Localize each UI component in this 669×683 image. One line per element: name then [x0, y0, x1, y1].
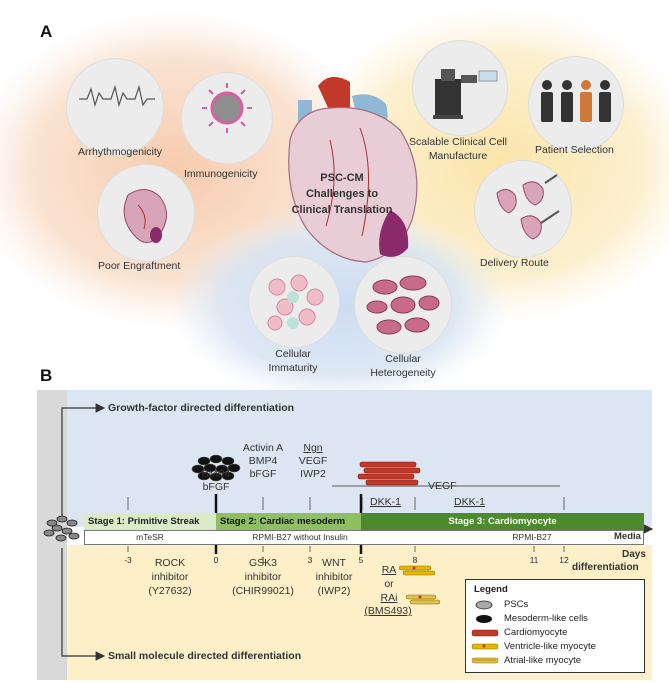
wnt-3: (IWP2) — [317, 585, 351, 597]
delivery-icon — [496, 174, 560, 240]
immunogenicity-label: Immunogenicity — [184, 168, 258, 180]
legend-item-cardiomyocyte: Cardiomyocyte — [504, 627, 568, 638]
scalable-label-1: Scalable Clinical Cell — [408, 136, 508, 148]
days-label-2: differentiation — [572, 562, 639, 573]
delivery-circle — [474, 160, 572, 258]
d1-factor-1: Activin A — [242, 442, 284, 454]
media-label: Media — [614, 531, 641, 542]
rock-2: inhibitor — [151, 571, 189, 583]
arrhythmia-circle — [66, 58, 164, 156]
d0-factor-1: BMP4 — [201, 468, 231, 480]
legend-swatches — [471, 600, 499, 664]
stage3-bar: Stage 3: Cardiomyocyte — [361, 513, 644, 530]
d3-factor-1: Ngn — [303, 442, 323, 454]
d1-factor-3: bFGF — [249, 468, 277, 480]
arrhythmogenicity-label: Arrhythmogenicity — [78, 146, 163, 158]
center-title-2: Challenges to — [305, 188, 379, 200]
d0-factor-2: bFGF — [202, 481, 230, 493]
heterogeneous-cells-icon — [366, 275, 440, 335]
patient-selection-label: Patient Selection — [535, 144, 614, 156]
engraftment-circle — [97, 164, 195, 262]
bioreactor-icon — [433, 69, 498, 119]
d3-factor-2: VEGF — [298, 455, 328, 467]
rock-1: ROCK — [154, 557, 186, 569]
legend-title: Legend — [474, 584, 508, 595]
day-label: 11 — [529, 555, 539, 565]
immune-cell-icon — [202, 83, 252, 133]
dkk1-label-a: DKK-1 — [370, 496, 401, 508]
day-label: 3 — [307, 555, 313, 565]
day-label: 12 — [559, 555, 569, 565]
scalable-label-2: Manufacture — [428, 150, 488, 162]
day-label: -3 — [124, 555, 132, 565]
day-label: 5 — [358, 555, 364, 565]
immunogenicity-circle — [181, 72, 273, 164]
manufacture-circle — [412, 40, 508, 136]
patient-circle — [528, 56, 624, 152]
d1-factor-2: BMP4 — [248, 455, 278, 467]
legend-box: Legend PSCs Mesoderm-like cells Cardiomy… — [465, 579, 645, 673]
blue-region — [170, 205, 510, 405]
growth-factor-zone — [67, 390, 652, 527]
legend-item-atrial: Atrial-like myocyte — [504, 655, 582, 666]
vegf-label: VEGF — [428, 480, 457, 492]
small-molecule-title: Small molecule directed differentiation — [108, 650, 302, 662]
panel-b-label: B — [40, 366, 53, 385]
delivery-route-label: Delivery Route — [480, 257, 549, 269]
immaturity-label-2: Immaturity — [268, 362, 318, 374]
panel-a-label: A — [40, 22, 53, 41]
immature-cells-icon — [267, 274, 324, 331]
media-rpmi-no-insulin: RPMI-B27 without Insulin — [252, 532, 348, 542]
ra-label: RA — [381, 564, 397, 576]
or-label: or — [384, 578, 394, 590]
growth-factor-title: Growth-factor directed differentiation — [108, 402, 295, 414]
heart-engraftment-icon — [123, 189, 167, 243]
center-title-1: PSC-CM — [320, 172, 364, 184]
dkk1-label-b: DKK-1 — [454, 496, 485, 508]
immaturity-circle — [248, 256, 340, 348]
rock-3: (Y27632) — [148, 585, 192, 597]
people-icon — [541, 80, 611, 122]
days-label-1: Days — [622, 549, 646, 560]
media-rpmi-b27: RPMI-B27 — [512, 532, 552, 542]
day-label: 1 — [260, 555, 266, 565]
heterogeneity-label-1: Cellular — [385, 353, 421, 365]
bms-label: (BMS493) — [364, 605, 412, 617]
day-label: 0 — [213, 555, 219, 565]
heterogeneity-label-2: Heterogeneity — [370, 367, 436, 379]
legend-item-pscs: PSCs — [504, 599, 529, 610]
wnt-1: WNT — [322, 557, 346, 569]
stage2-bar: Stage 2: Cardiac mesoderm — [216, 513, 361, 530]
day-label: 8 — [412, 555, 418, 565]
stage1-bar: Stage 1: Primitive Streak — [84, 513, 216, 530]
ecg-icon — [79, 84, 155, 108]
poor-engraftment-label: Poor Engraftment — [98, 260, 181, 272]
immaturity-label-1: Cellular — [275, 348, 311, 360]
gsk3-3: (CHIR99021) — [232, 585, 294, 597]
media-mtesr: mTeSR — [136, 532, 164, 542]
wnt-2: inhibitor — [315, 571, 353, 583]
rai-label: RAi — [380, 592, 398, 604]
center-title-3: Clinical Translation — [291, 204, 393, 216]
legend-item-mesoderm: Mesoderm-like cells — [504, 613, 588, 624]
media-row — [84, 530, 644, 545]
d3-factor-3: IWP2 — [300, 468, 326, 480]
heterogeneity-circle — [354, 256, 452, 354]
gsk3-1: GSK3 — [248, 557, 278, 569]
gsk3-2: inhibitor — [244, 571, 282, 583]
legend-item-ventricle: Ventricle-like myocyte — [504, 641, 596, 652]
